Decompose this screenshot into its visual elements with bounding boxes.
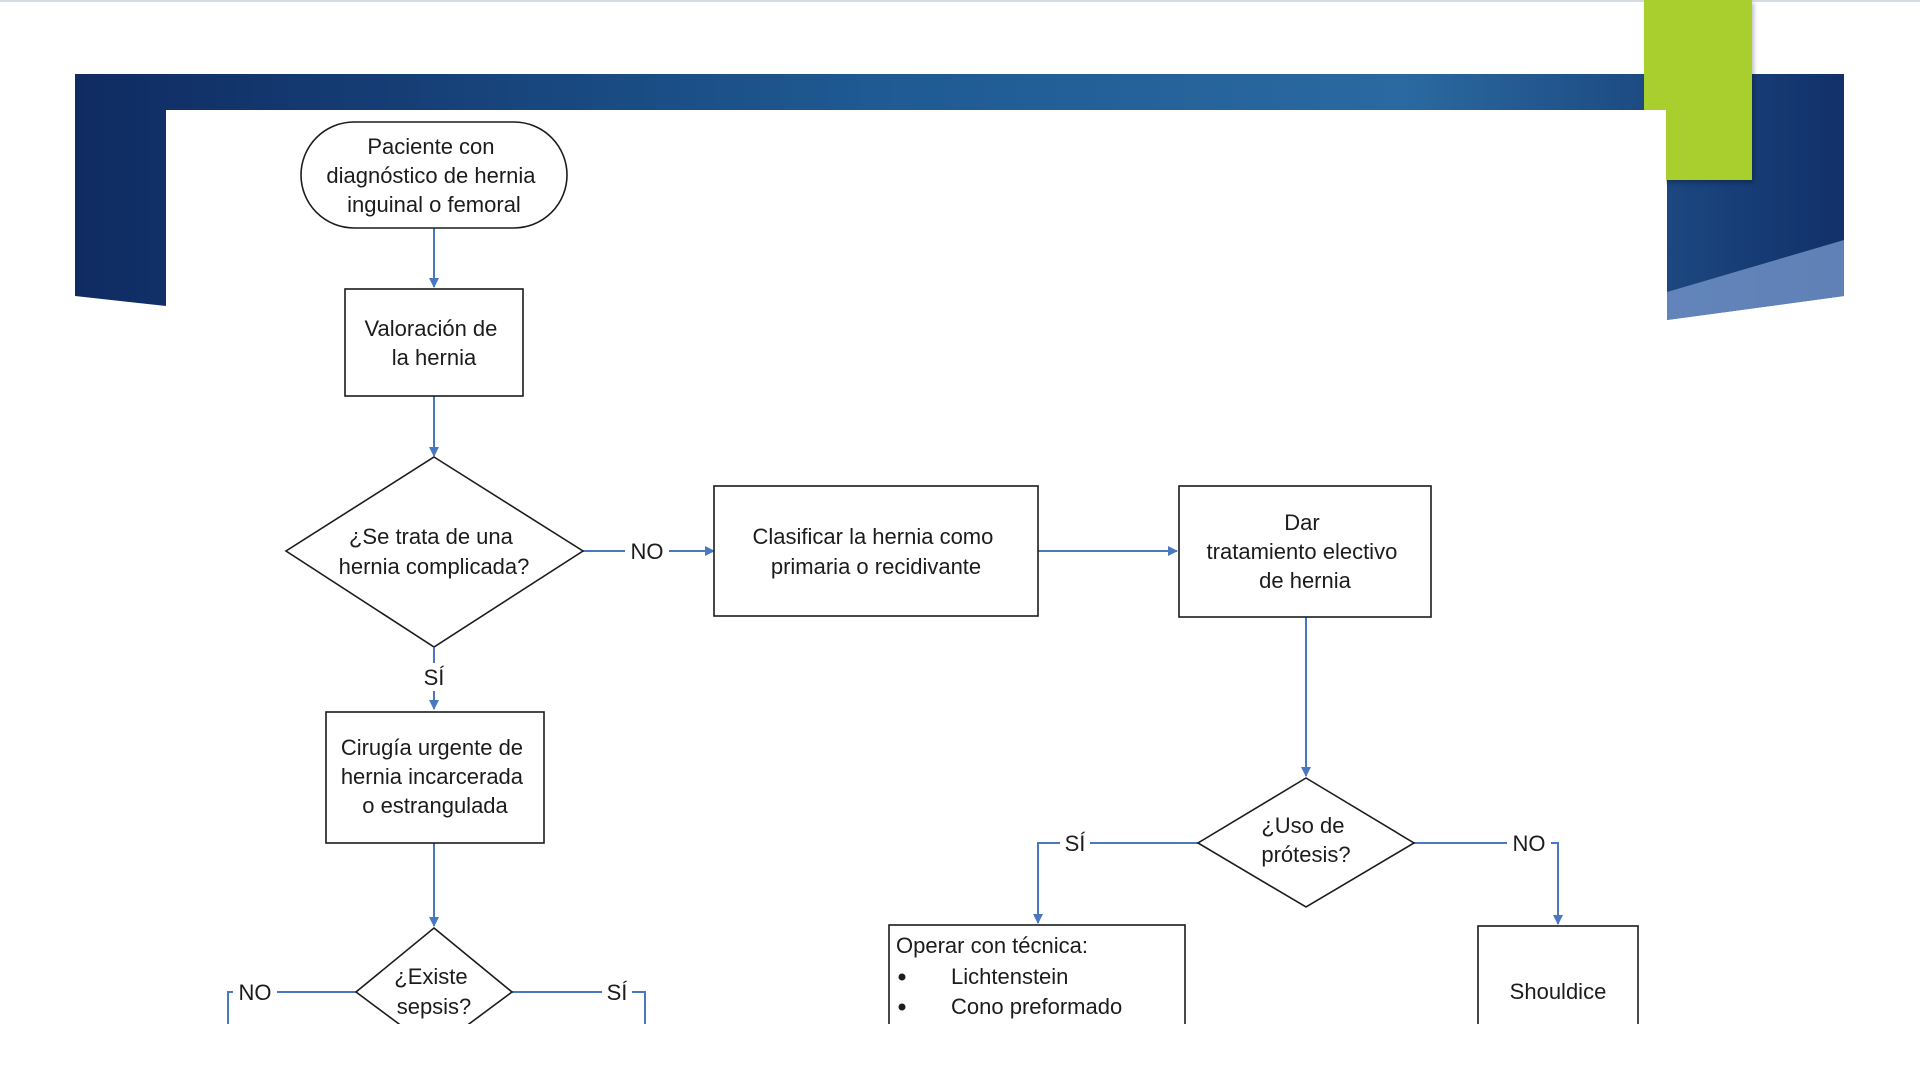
protesis-text: ¿Uso de prótesis? bbox=[1261, 813, 1350, 867]
valoracion-box bbox=[344, 288, 524, 397]
label-protesis-si: SÍ bbox=[1065, 831, 1087, 856]
operar-item: Lichtenstein bbox=[951, 964, 1068, 989]
edge-sepsis-no bbox=[227, 991, 356, 1024]
label-protesis-no: NO bbox=[1513, 831, 1546, 856]
sepsis-decision bbox=[354, 926, 514, 1024]
start-text: Paciente con diagnóstico de hernia ingui… bbox=[326, 134, 541, 217]
flowchart: NO SÍ SÍ NO NO SÍ Paciente con diagnósti… bbox=[227, 121, 1639, 1024]
operar-title: Operar con técnica: bbox=[896, 933, 1088, 958]
label-sepsis-si: SÍ bbox=[607, 980, 629, 1005]
edge-sepsis-si bbox=[512, 991, 646, 1024]
cirugia-box bbox=[325, 711, 545, 844]
complicada-decision bbox=[284, 456, 585, 648]
label-complicada-no: NO bbox=[631, 539, 664, 564]
clasificar-text: Clasificar la hernia como primaria o rec… bbox=[753, 524, 1000, 579]
bullet-icon bbox=[898, 973, 906, 981]
flowchart-area: NO SÍ SÍ NO NO SÍ Paciente con diagnósti… bbox=[166, 110, 1666, 1024]
cirugia-text: Cirugía urgente de hernia incarcerada o … bbox=[341, 735, 529, 818]
clasificar-box bbox=[713, 485, 1039, 617]
edge-protesis-operar bbox=[1033, 842, 1198, 924]
protesis-decision bbox=[1196, 777, 1416, 908]
start-terminator bbox=[300, 121, 568, 229]
label-complicada-si: SÍ bbox=[424, 665, 446, 690]
operar-box bbox=[888, 924, 1186, 1024]
edge-protesis-shouldice bbox=[1414, 842, 1563, 925]
bullet-icon bbox=[898, 1003, 906, 1011]
tratamiento-box bbox=[1178, 485, 1432, 618]
label-sepsis-no: NO bbox=[239, 980, 272, 1005]
top-rule bbox=[0, 0, 1920, 2]
sepsis-text: ¿Existe sepsis? bbox=[394, 964, 473, 1019]
valoracion-text: Valoración de la hernia bbox=[364, 316, 503, 370]
operar-item: Cono preformado bbox=[951, 994, 1122, 1019]
complicada-text: ¿Se trata de una hernia complicada? bbox=[339, 524, 530, 579]
tratamiento-text: Dar tratamiento electivo de hernia bbox=[1207, 510, 1404, 593]
shouldice-box bbox=[1477, 925, 1639, 1024]
shouldice-text: Shouldice bbox=[1510, 979, 1607, 1004]
banner-highlight bbox=[1667, 240, 1844, 320]
